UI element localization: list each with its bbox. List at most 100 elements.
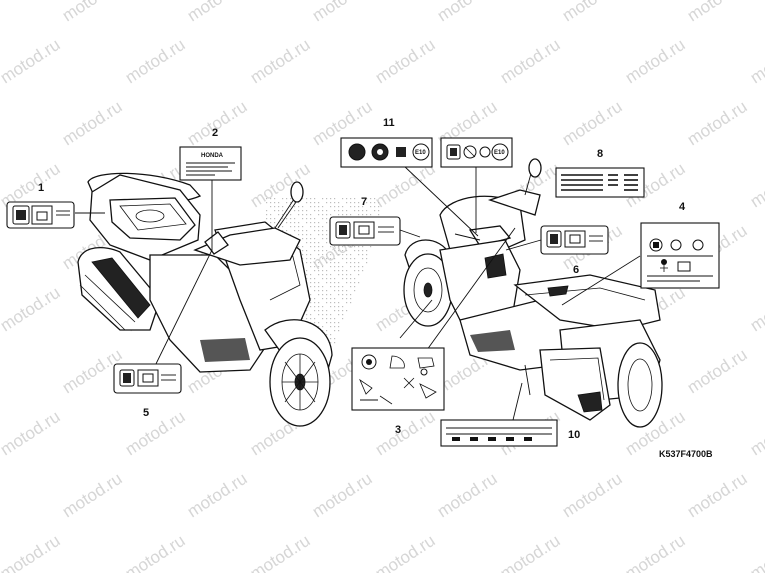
backdrop-dot — [354, 262, 356, 264]
backdrop-dot — [318, 230, 320, 232]
backdrop-dot — [326, 218, 328, 220]
backdrop-dot — [350, 246, 352, 248]
backdrop-dot — [338, 294, 340, 296]
backdrop-dot — [310, 298, 312, 300]
backdrop-dot — [362, 210, 364, 212]
backdrop-dot — [358, 254, 360, 256]
backdrop-dot — [342, 318, 344, 320]
backdrop-dot — [334, 210, 336, 212]
backdrop-dot — [326, 322, 328, 324]
backdrop-dot — [326, 262, 328, 264]
backdrop-dot — [306, 258, 308, 260]
backdrop-dot — [334, 302, 336, 304]
backdrop-dot — [330, 258, 332, 260]
callout-7: 7 — [361, 196, 367, 208]
backdrop-dot — [310, 314, 312, 316]
backdrop-dot — [306, 210, 308, 212]
backdrop-dot — [314, 298, 316, 300]
backdrop-dot — [374, 206, 376, 208]
backdrop-dot — [342, 206, 344, 208]
backdrop-dot — [266, 202, 268, 204]
backdrop-dot — [326, 330, 328, 332]
backdrop-dot — [286, 218, 288, 220]
backdrop-dot — [338, 286, 340, 288]
backdrop-dot — [270, 214, 272, 216]
backdrop-dot — [302, 246, 304, 248]
backdrop-dot — [334, 270, 336, 272]
callout-10: 10 — [568, 429, 580, 441]
watermark-text: motod.ru — [497, 531, 564, 573]
backdrop-dot — [326, 270, 328, 272]
backdrop-dot — [302, 218, 304, 220]
backdrop-dot — [350, 198, 352, 200]
backdrop-dot — [362, 266, 364, 268]
backdrop-dot — [334, 202, 336, 204]
backdrop-dot — [362, 214, 364, 216]
backdrop-dot — [366, 262, 368, 264]
callout-5: 5 — [143, 407, 149, 419]
backdrop-dot — [346, 310, 348, 312]
backdrop-dot — [270, 218, 272, 220]
backdrop-dot — [318, 310, 320, 312]
watermark-text: motod.ru — [184, 97, 251, 149]
backdrop-dot — [342, 294, 344, 296]
backdrop-dot — [274, 198, 276, 200]
backdrop-dot — [330, 326, 332, 328]
backdrop-dot — [314, 202, 316, 204]
backdrop-dot — [306, 250, 308, 252]
watermark-text: motod.ru — [747, 407, 765, 459]
label-5-illustration — [113, 363, 182, 394]
watermark-text: motod.ru — [684, 345, 751, 397]
right-scooter-illustration — [403, 158, 663, 428]
backdrop-dot — [350, 274, 352, 276]
backdrop-dot — [330, 254, 332, 256]
backdrop-dot — [306, 230, 308, 232]
backdrop-dot — [358, 246, 360, 248]
backdrop-dot — [318, 226, 320, 228]
backdrop-dot — [314, 246, 316, 248]
watermark-text: motod.ru — [0, 531, 63, 573]
backdrop-dot — [370, 246, 372, 248]
backdrop-dot — [334, 326, 336, 328]
backdrop-dot — [306, 274, 308, 276]
backdrop-dot — [354, 258, 356, 260]
backdrop-dot — [334, 338, 336, 340]
backdrop-dot — [330, 214, 332, 216]
backdrop-dot — [322, 326, 324, 328]
backdrop-dot — [286, 230, 288, 232]
watermark-text: motod.ru — [247, 531, 314, 573]
backdrop-dot — [338, 250, 340, 252]
label-2-illustration: HONDA — [179, 146, 242, 181]
backdrop-dot — [310, 302, 312, 304]
backdrop-dot — [302, 206, 304, 208]
backdrop-dot — [350, 214, 352, 216]
backdrop-dot — [314, 250, 316, 252]
backdrop-dot — [330, 314, 332, 316]
backdrop-dot — [338, 274, 340, 276]
callout-4: 4 — [679, 201, 686, 213]
backdrop-dot — [290, 222, 292, 224]
backdrop-dot — [310, 318, 312, 320]
backdrop-dot — [306, 214, 308, 216]
backdrop-dot — [298, 246, 300, 248]
backdrop-dot — [290, 234, 292, 236]
backdrop-dot — [310, 242, 312, 244]
backdrop-dot — [278, 214, 280, 216]
backdrop-dot — [358, 274, 360, 276]
backdrop-dot — [314, 242, 316, 244]
backdrop-dot — [346, 258, 348, 260]
backdrop-dot — [326, 302, 328, 304]
backdrop-dot — [314, 318, 316, 320]
backdrop-dot — [314, 270, 316, 272]
backdrop-dot — [326, 250, 328, 252]
watermark-text: motod.ru — [122, 35, 189, 87]
backdrop-dot — [318, 206, 320, 208]
backdrop-dot — [294, 226, 296, 228]
watermark-text: motod.ru — [684, 97, 751, 149]
backdrop-dot — [298, 202, 300, 204]
backdrop-dot — [334, 306, 336, 308]
backdrop-dot — [274, 226, 276, 228]
backdrop-dot — [294, 222, 296, 224]
backdrop-dot — [370, 198, 372, 200]
backdrop-dot — [282, 226, 284, 228]
